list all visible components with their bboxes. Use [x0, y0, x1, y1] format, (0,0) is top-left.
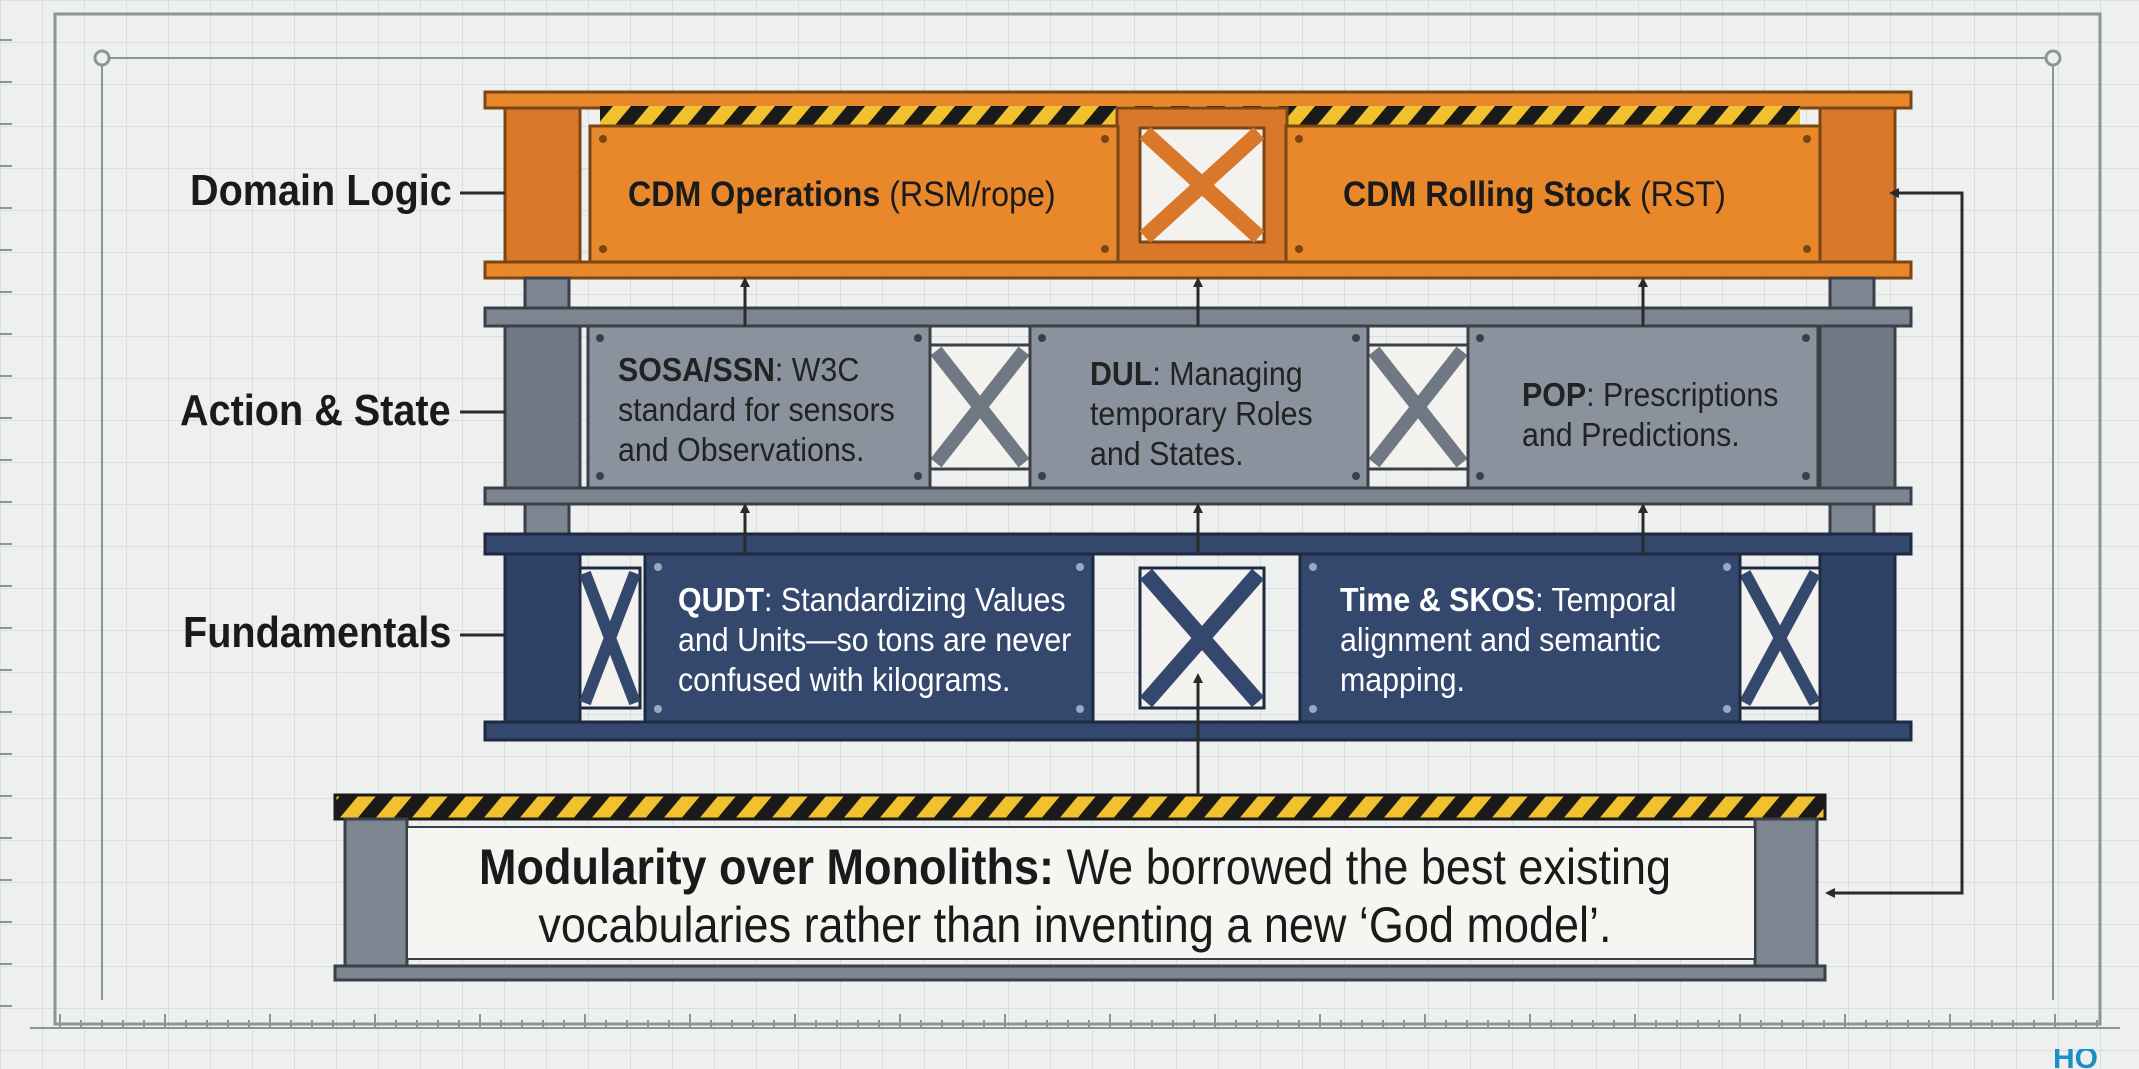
pop-line-1-text: : Prescriptions	[1586, 376, 1779, 413]
qudt-term: QUDT	[678, 581, 765, 618]
post	[1828, 502, 1876, 536]
action-panel-pop	[1466, 324, 1820, 490]
foundation-bold: Modularity over Monoliths:	[478, 839, 1055, 895]
dul-line-2: temporary Roles	[1090, 395, 1313, 432]
sosa-line-2: standard for sensors	[618, 391, 895, 428]
operations-name: CDM Operations	[628, 175, 881, 214]
layer-label-action-state: Action & State	[180, 386, 451, 435]
dependency-arrows	[740, 277, 1648, 795]
post	[523, 502, 571, 536]
dul-panel-text: DUL: Managing temporary Roles and States…	[1090, 354, 1313, 474]
layer-label-fundamentals: Fundamentals	[183, 608, 452, 657]
pop-line-1: POP: Prescriptions	[1522, 375, 1778, 415]
post	[523, 276, 571, 310]
blueprint-frame	[30, 12, 2120, 1029]
pop-line-2: and Predictions.	[1522, 416, 1740, 453]
time-skos-panel-text: Time & SKOS: Temporal alignment and sema…	[1340, 580, 1676, 700]
qudt-line-1: QUDT: Standardizing Values	[678, 580, 1071, 620]
qudt-line-3: confused with kilograms.	[678, 661, 1011, 698]
fundamentals-panel-qudt	[643, 552, 1095, 724]
ruler-ticks	[0, 39, 2098, 1028]
time-skos-term: Time & SKOS	[1340, 581, 1536, 618]
pop-panel-text: POP: Prescriptions and Predictions.	[1522, 375, 1778, 455]
sosa-panel-text: SOSA/SSN: W3C standard for sensors and O…	[618, 350, 895, 470]
foundation-line-1: Modularity over Monoliths: We borrowed t…	[414, 838, 1737, 896]
time-skos-line-3: mapping.	[1340, 661, 1465, 698]
action-panel-dul	[1028, 324, 1370, 490]
dul-line-3: and States.	[1090, 435, 1244, 472]
qudt-panel-text: QUDT: Standardizing Values and Units—so …	[678, 580, 1071, 700]
time-skos-line-1: Time & SKOS: Temporal	[1340, 580, 1676, 620]
sosa-line-1: SOSA/SSN: W3C	[618, 350, 895, 390]
rolling-stock-name: CDM Rolling Stock	[1343, 175, 1632, 214]
corner-logo: HO	[2053, 1049, 2098, 1069]
action-panel-sosa	[586, 324, 932, 490]
qudt-line-1-text: : Standardizing Values	[764, 581, 1066, 618]
feedback-arrow	[1825, 188, 1964, 898]
dul-term: DUL	[1090, 355, 1153, 392]
fundamentals-panel-time-skos	[1298, 552, 1742, 724]
operations-panel-text: CDM Operations (RSM/rope)	[628, 175, 1056, 215]
foundation-banner-text: Modularity over Monoliths: We borrowed t…	[414, 838, 1737, 954]
rolling-stock-panel-text: CDM Rolling Stock (RST)	[1343, 175, 1726, 215]
time-skos-line-2: alignment and semantic	[1340, 621, 1661, 658]
foundation-line-1-text: We borrowed the best existing	[1054, 839, 1671, 895]
post	[1828, 276, 1876, 310]
dul-line-1-text: : Managing	[1152, 355, 1303, 392]
sosa-term: SOSA/SSN	[618, 351, 775, 388]
dul-line-1: DUL: Managing	[1090, 354, 1313, 394]
layer-label-domain-logic: Domain Logic	[190, 166, 452, 215]
sosa-line-3: and Observations.	[618, 431, 865, 468]
domain-panel-rolling-stock	[1284, 124, 1822, 264]
domain-panel-operations	[588, 124, 1120, 264]
pop-term: POP	[1522, 376, 1587, 413]
foundation-line-2: vocabularies rather than inventing a new…	[538, 897, 1612, 953]
sosa-line-1-text: : W3C	[774, 351, 860, 388]
qudt-line-2: and Units—so tons are never	[678, 621, 1072, 658]
label-leaders	[460, 191, 505, 637]
rolling-stock-detail: (RST)	[1631, 175, 1726, 214]
operations-detail: (RSM/rope)	[880, 175, 1056, 214]
time-skos-line-1-text: : Temporal	[1535, 581, 1677, 618]
foundation-banner	[333, 793, 1827, 982]
